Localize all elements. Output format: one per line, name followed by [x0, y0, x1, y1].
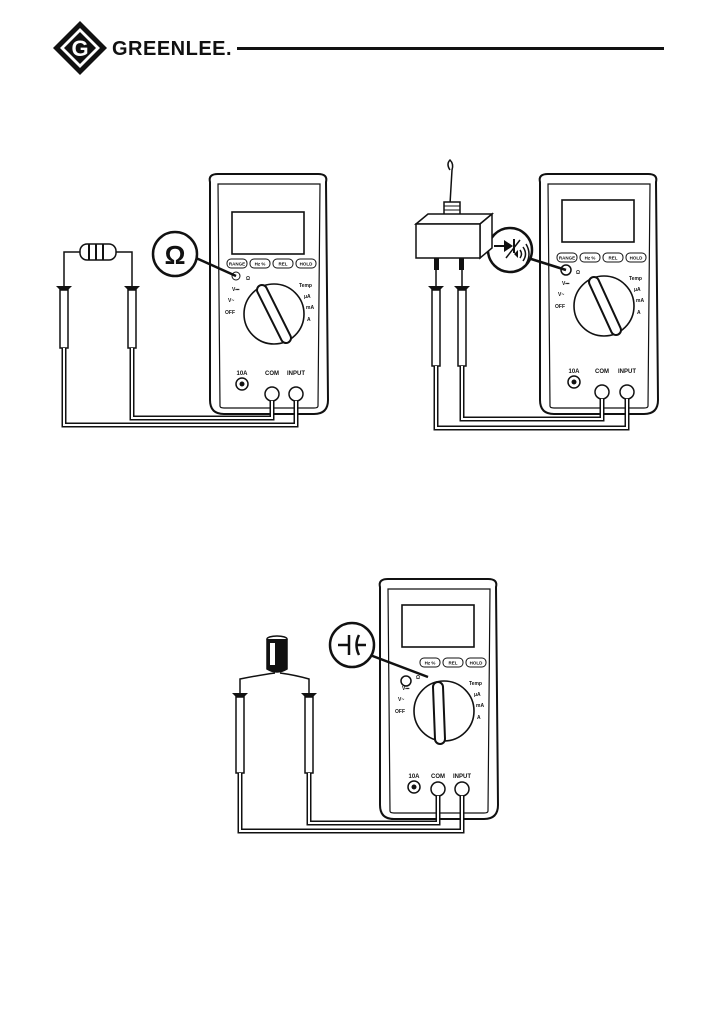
header-rule: [237, 47, 664, 50]
greenlee-logo-icon: G: [52, 20, 108, 76]
jack-label: 10A: [408, 774, 420, 780]
dial-label: Ω: [576, 270, 580, 276]
capacitor-icon: [240, 636, 309, 693]
figure-resistance: RANGE Hz % REL HOLD OFF V~ V⎓ Ω Temp μA …: [0, 170, 360, 440]
dial-label: Ω: [416, 675, 420, 681]
dial-label: mA: [306, 305, 314, 311]
jack-label: 10A: [568, 369, 580, 375]
button-label: HOLD: [300, 262, 313, 267]
dial-label: V⎓: [402, 686, 409, 692]
dial-label: Temp: [629, 276, 642, 282]
toggle-switch-icon: [416, 160, 492, 270]
button-label: RANGE: [229, 262, 245, 267]
figure-capacitance: Hz % REL HOLD OFF V~ V⎓ Ω Temp μA mA A 1…: [220, 575, 520, 845]
dial-label: mA: [476, 703, 484, 709]
dial-label: OFF: [395, 709, 405, 715]
meter-display: [562, 200, 634, 242]
dial-label: OFF: [225, 310, 235, 316]
dial-label: Ω: [246, 276, 250, 282]
jack-label: COM: [595, 369, 609, 375]
meter-display: [232, 212, 304, 254]
dial-label: μA: [304, 294, 311, 300]
dial-label: A: [307, 317, 311, 323]
dial-label: A: [477, 715, 481, 721]
jack-label: INPUT: [287, 371, 305, 377]
dial-label: μA: [474, 692, 481, 698]
jack-label: INPUT: [618, 369, 636, 375]
dial-label: mA: [636, 298, 644, 304]
button-label: HOLD: [470, 661, 483, 666]
jack-label: 10A: [236, 371, 248, 377]
button-label: REL: [279, 262, 288, 267]
callout-bubble: [330, 623, 374, 667]
dial-label: V⎓: [232, 287, 239, 293]
dial-label: A: [637, 310, 641, 316]
dial-label: V~: [558, 292, 564, 298]
dial-label: μA: [634, 287, 641, 293]
resistor-icon: [64, 244, 132, 270]
meter-buttons: Hz % REL HOLD: [420, 658, 486, 667]
button-label: REL: [449, 661, 458, 666]
button-label: Hz %: [425, 661, 436, 666]
jack-label: COM: [431, 774, 445, 780]
figure-diode-continuity: RANGE Hz % REL HOLD OFF V~ V⎓ Ω Temp μA …: [380, 170, 680, 440]
dial-label: Temp: [299, 283, 312, 289]
logo-letter: G: [71, 36, 88, 61]
meter-jacks: 10A COM INPUT: [408, 774, 471, 796]
dial-label: V~: [228, 298, 234, 304]
jack-label: COM: [265, 371, 279, 377]
jack-label: INPUT: [453, 774, 471, 780]
ohm-icon: Ω: [165, 240, 186, 270]
page-header: G GREENLEE.: [0, 0, 721, 100]
dial-label: V~: [398, 697, 404, 703]
dial-label: Temp: [469, 681, 482, 687]
dial-label: OFF: [555, 304, 565, 310]
button-label: HOLD: [630, 256, 643, 261]
button-label: Hz %: [255, 262, 266, 267]
button-label: REL: [609, 256, 618, 261]
button-label: Hz %: [585, 256, 596, 261]
meter-display: [402, 605, 474, 647]
brand-name: GREENLEE.: [112, 38, 232, 61]
button-label: RANGE: [559, 256, 575, 261]
dial-label: V⎓: [562, 281, 569, 287]
